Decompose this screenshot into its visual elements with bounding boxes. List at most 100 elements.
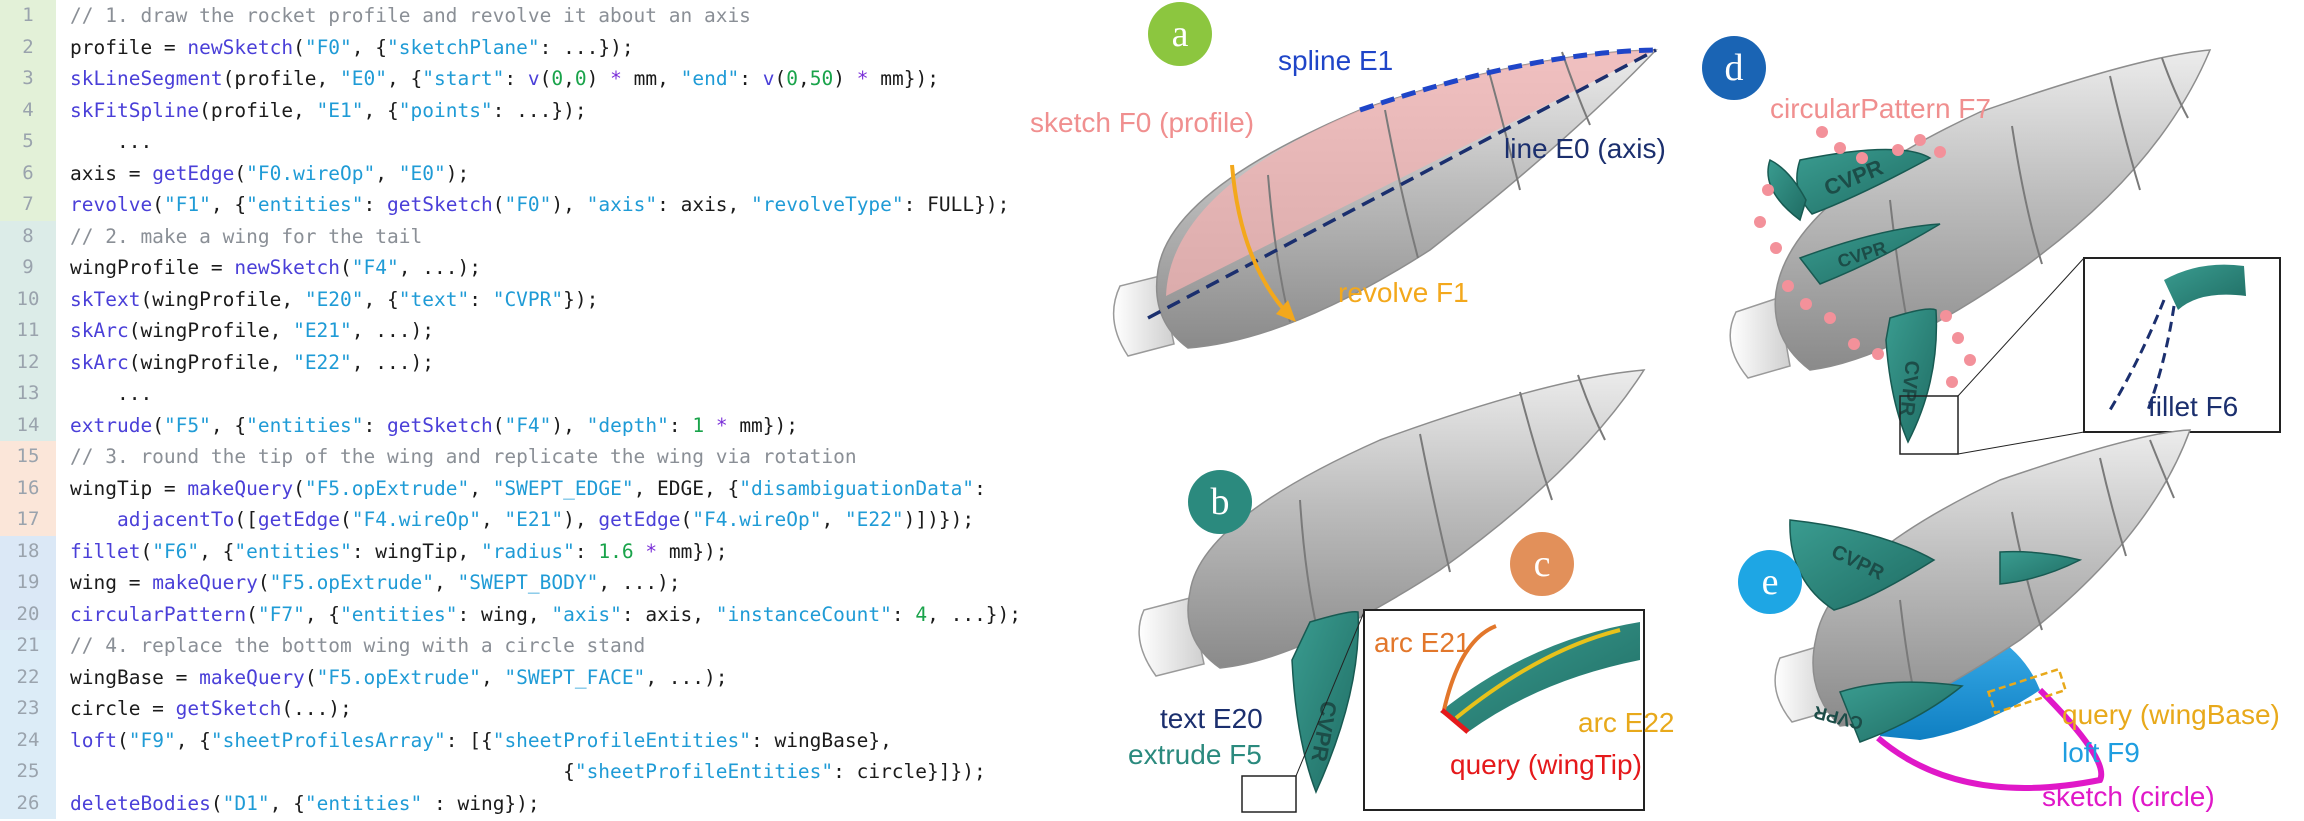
- line-number: 25: [0, 756, 56, 788]
- code-token: "D1": [222, 791, 270, 815]
- code-token: , {: [304, 602, 341, 626]
- code-token: "F7": [257, 602, 305, 626]
- code-token: "E21": [293, 319, 352, 342]
- code-text: axis = getEdge("F0.wireOp", "E0");: [70, 158, 469, 190]
- code-token: [634, 540, 646, 563]
- code-text: extrude("F5", {"entities": getSketch("F4…: [70, 410, 798, 442]
- code-token: , ...);: [351, 350, 434, 374]
- code-token: "radius": [480, 539, 575, 563]
- code-token: mm});: [727, 413, 799, 437]
- code-text: skLineSegment(profile, "E0", {"start": v…: [70, 63, 939, 95]
- code-text: // 1. draw the rocket profile and revolv…: [70, 0, 751, 32]
- badge-a-letter: a: [1172, 13, 1189, 55]
- code-token: "points": [398, 98, 493, 122]
- code-token: "E21": [504, 508, 564, 531]
- code-token: 0: [786, 67, 799, 90]
- code-token: circularPattern: [70, 602, 247, 626]
- code-token: "sheetProfileEntities": [574, 760, 834, 783]
- code-token: skArc: [70, 350, 129, 374]
- spline-e1-curve: [1359, 47, 1657, 113]
- code-token: :: [363, 413, 388, 437]
- code-token: 1.6: [598, 539, 634, 563]
- code-text: circularPattern("F7", {"entities": wing,…: [70, 599, 1021, 631]
- code-line: 25 {"sheetProfileEntities": circle}]});: [0, 756, 1100, 788]
- code-text: wingBase = makeQuery("F5.opExtrude", "SW…: [70, 662, 728, 694]
- code-line: 13 ...: [0, 378, 1100, 410]
- code-token: (: [293, 35, 305, 59]
- code-token: skArc: [70, 319, 129, 342]
- label-circular-pattern: circularPattern F7: [1770, 93, 1991, 124]
- line-number: 9: [0, 252, 56, 284]
- code-text: // 4. replace the bottom wing with a cir…: [70, 630, 645, 662]
- label-arc-e22: arc E22: [1578, 707, 1675, 738]
- code-token: : axis,: [621, 602, 716, 626]
- code-token: "SWEPT_BODY": [457, 571, 599, 594]
- code-token: // 2. make a wing for the tail: [70, 224, 423, 248]
- code-line: 3 skLineSegment(profile, "E0", {"start": …: [0, 63, 1100, 95]
- code-panel: 1// 1. draw the rocket profile and revol…: [0, 0, 1100, 821]
- code-token: , {: [363, 98, 399, 122]
- line-number: 5: [0, 126, 56, 158]
- code-token: skFitSpline: [70, 98, 200, 122]
- line-number: 3: [0, 63, 56, 95]
- code-token: : FULL});: [903, 193, 1010, 216]
- code-token: :: [363, 193, 388, 216]
- line-number: 11: [0, 315, 56, 347]
- code-token: circle =: [70, 697, 176, 720]
- code-token: (: [234, 161, 247, 185]
- code-token: "sketchPlane": [387, 35, 540, 59]
- rocket-e: CVPR CVPR: [1774, 429, 2192, 791]
- badge-d: [1702, 36, 1766, 100]
- code-token: (: [210, 791, 223, 815]
- code-token: (...);: [281, 697, 352, 720]
- code-token: wingTip =: [70, 476, 188, 500]
- label-text-e20: text E20: [1160, 703, 1263, 734]
- code-token: v: [762, 67, 775, 90]
- code-token: 4: [915, 602, 928, 626]
- code-token: , ...);: [598, 571, 681, 594]
- code-token: , {: [387, 67, 423, 90]
- badge-c-letter: c: [1534, 543, 1551, 585]
- code-token: // 3. round the tip of the wing and repl…: [70, 445, 857, 468]
- line-number: 26: [0, 787, 56, 819]
- code-token: ,: [469, 476, 493, 500]
- code-token: "revolveType": [751, 193, 904, 216]
- code-token: "F4.wireOp": [351, 508, 481, 531]
- label-sketch-circle: sketch (circle): [2042, 781, 2215, 812]
- code-token: mm,: [621, 67, 681, 90]
- code-token: "entities": [246, 193, 364, 216]
- code-token: (: [293, 476, 305, 500]
- code-text: skArc(wingProfile, "E22", ...);: [70, 347, 434, 379]
- figure-panel: a spline E1 sketch F0 (profile) line E0 …: [1030, 0, 2304, 821]
- line-number: 24: [0, 724, 56, 756]
- badge-e-letter: e: [1762, 561, 1779, 603]
- badge-e: [1738, 550, 1802, 614]
- badge-b: [1188, 470, 1252, 534]
- code-token: makeQuery: [199, 665, 305, 689]
- label-spline: spline E1: [1278, 45, 1393, 76]
- code-token: ,: [821, 508, 845, 531]
- line-number: 8: [0, 220, 56, 252]
- code-line: 17 adjacentTo([getEdge("F4.wireOp", "E21…: [0, 504, 1100, 536]
- code-token: :: [504, 67, 528, 90]
- line-number: 4: [0, 94, 56, 126]
- code-token: "E0": [398, 161, 446, 185]
- code-token: "disambiguationData": [739, 476, 975, 500]
- label-revolve: revolve F1: [1338, 277, 1469, 308]
- code-token: // 1. draw the rocket profile and revolv…: [70, 4, 751, 27]
- code-token: : wingTip,: [351, 539, 481, 563]
- code-token: (: [304, 665, 317, 689]
- query-tip-edge: [1440, 708, 1470, 734]
- line-number: 23: [0, 693, 56, 725]
- rocket-a: [1112, 47, 1658, 357]
- code-token: "text": [398, 287, 470, 311]
- code-token: revolve: [70, 193, 153, 216]
- code-token: makeQuery: [152, 571, 258, 594]
